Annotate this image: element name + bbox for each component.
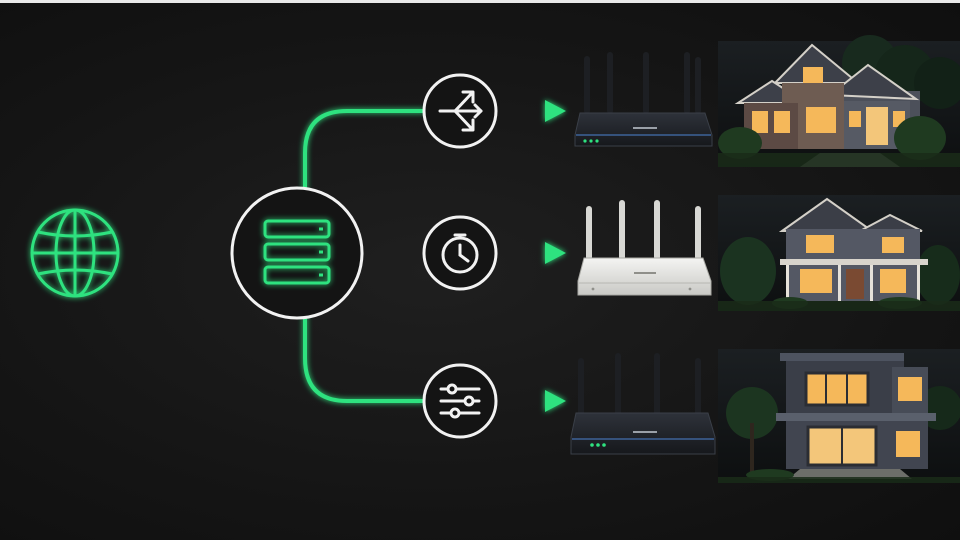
arrowhead-routing <box>545 100 566 122</box>
hub-node <box>230 186 364 320</box>
clock-icon <box>441 233 479 274</box>
diagram-canvas <box>30 35 960 483</box>
house-colonial <box>718 195 960 311</box>
router-dark-bottom <box>570 353 716 455</box>
server-stack-icon <box>263 219 331 285</box>
sliders-icon <box>439 383 481 419</box>
arrowhead-scheduling <box>545 242 566 264</box>
curve-hub-to-settings <box>303 315 425 403</box>
house-suburban <box>718 35 960 167</box>
router-white-middle <box>577 200 712 296</box>
scheduling-node <box>422 215 498 291</box>
curve-hub-to-routing <box>303 109 425 191</box>
connectors <box>120 109 550 403</box>
arrowhead-settings <box>545 390 566 412</box>
arrowheads <box>545 100 566 412</box>
house-modern <box>718 349 960 483</box>
router-dark-top <box>574 52 713 147</box>
split-arrows-icon <box>438 90 483 132</box>
routing-node <box>422 73 498 149</box>
settings-node <box>422 363 498 439</box>
globe-icon <box>30 208 120 298</box>
